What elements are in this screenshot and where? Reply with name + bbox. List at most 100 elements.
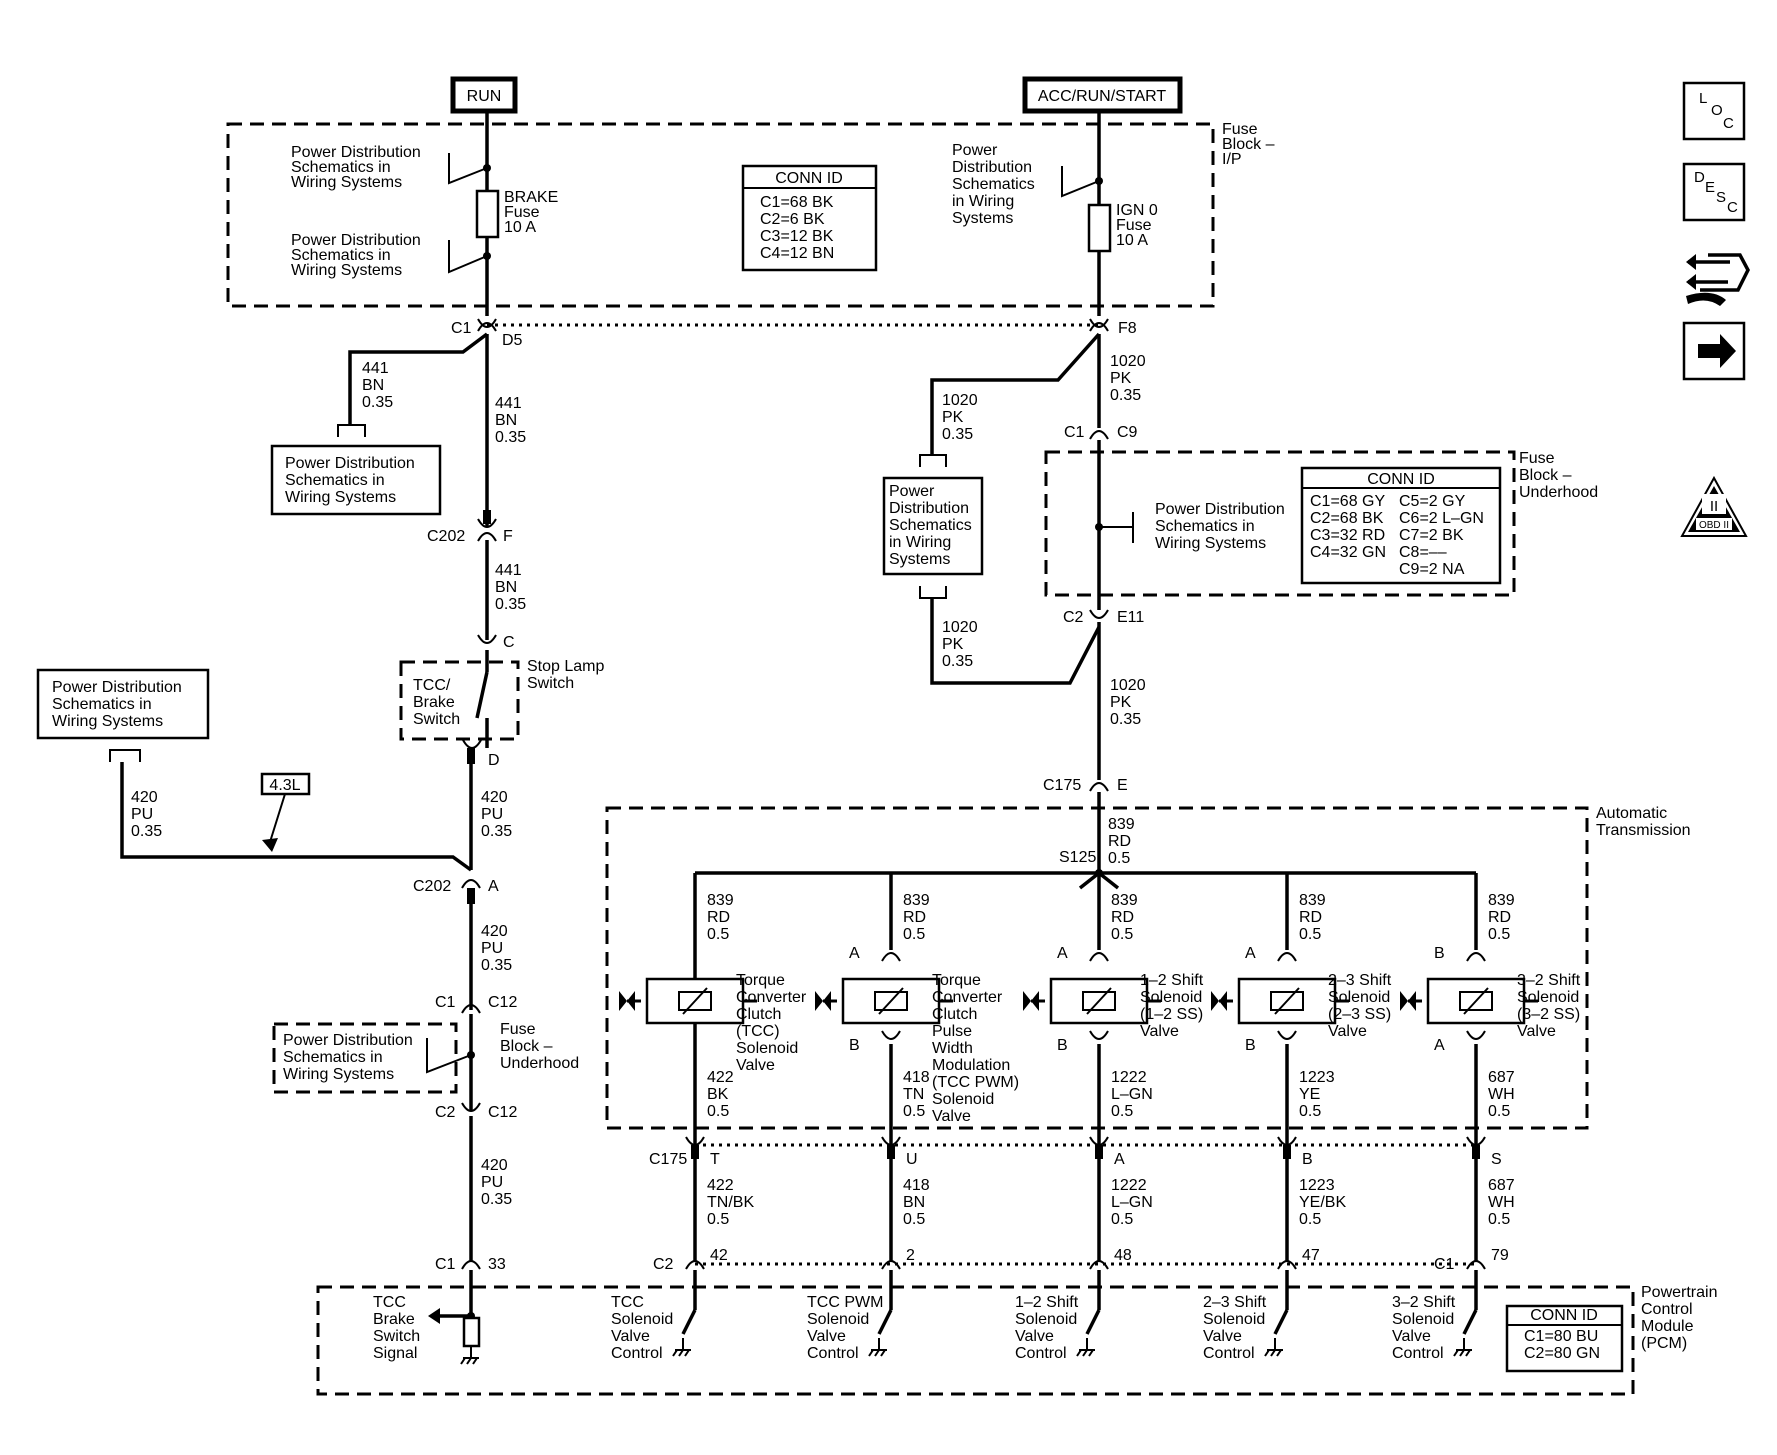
- pcm-label: Powertrain: [1641, 1284, 1717, 1301]
- solenoid-coil: [1082, 991, 1116, 1011]
- solenoid-label: 3–2 Shift: [1517, 972, 1581, 989]
- solenoid-label: (TCC PWM): [932, 1074, 1019, 1091]
- wire-839-label: 839: [1299, 892, 1326, 909]
- solenoid-label: Pulse: [932, 1023, 972, 1040]
- arrowhead: [262, 838, 278, 852]
- connector-c2-c12: [461, 1102, 481, 1112]
- valve-icon: [619, 991, 635, 1011]
- ground-symbol: [472, 1357, 478, 1365]
- wire-1020-label: 1020: [942, 619, 978, 636]
- c-label: C: [503, 634, 515, 651]
- ground-symbol: [1459, 1349, 1465, 1357]
- desc-letter: C: [1727, 199, 1738, 216]
- conn-id-row: C6=2 L–GN: [1399, 510, 1484, 527]
- wire-839-label: 0.5: [1108, 850, 1130, 867]
- conn-id-pcm: [1505, 1304, 1624, 1373]
- c2-label: C2: [435, 1104, 456, 1121]
- wire-1020-branch-return: [930, 598, 1101, 685]
- pds-c-label: Schematics: [952, 176, 1035, 193]
- solenoid-label: Solenoid: [932, 1091, 994, 1108]
- ground-symbol: [1264, 1349, 1270, 1357]
- s125-label: S125: [1059, 849, 1096, 866]
- branch-stub: [109, 749, 141, 762]
- option-pointer: [269, 793, 286, 843]
- wire-441-label: 441: [495, 395, 522, 412]
- pcm-pin-label: 2: [906, 1247, 915, 1264]
- conn-id-ip: [741, 164, 878, 272]
- pin-label: A: [1057, 945, 1068, 962]
- ground-symbol: [868, 1349, 874, 1357]
- pcm-pin-label: 79: [1491, 1247, 1509, 1264]
- uh-label: Block –: [500, 1038, 553, 1055]
- f8-label: F8: [1118, 320, 1137, 337]
- solenoid-label: Clutch: [736, 1006, 781, 1023]
- pds-c-label: Power: [952, 142, 998, 159]
- solenoid-label: Clutch: [932, 1006, 977, 1023]
- e11-label: E11: [1117, 609, 1144, 626]
- wire-839-label: 0.5: [1488, 926, 1510, 943]
- transmission-outline: [605, 806, 1589, 1130]
- pcm-wire-label: WH: [1488, 1194, 1515, 1211]
- transmission-label: Automatic: [1596, 805, 1667, 822]
- c202-label: C202: [413, 878, 451, 895]
- ground-symbol: [1088, 1349, 1094, 1357]
- pds-c-label: Systems: [952, 210, 1013, 227]
- wire-420-branch: [120, 762, 473, 872]
- solenoid-label: Solenoid: [736, 1040, 798, 1057]
- loc-icon: [1682, 81, 1746, 141]
- terminal: [1095, 1145, 1103, 1159]
- wire-out-label: 0.5: [903, 1103, 925, 1120]
- signal-label: Switch: [373, 1328, 420, 1345]
- connector-c202-f: [477, 518, 497, 528]
- pcm-switch: [877, 1309, 893, 1335]
- solenoid-label: Torque: [736, 972, 785, 989]
- c9-label: C9: [1117, 424, 1138, 441]
- wire-out-label: WH: [1488, 1086, 1515, 1103]
- f-label: F: [503, 528, 513, 545]
- bracket-line: [448, 240, 488, 274]
- connector-c1-d5-mate: [477, 318, 497, 328]
- wire-441-label: BN: [495, 579, 517, 596]
- fuse-block-uh-label: Underhood: [1519, 484, 1598, 501]
- terminal: [467, 748, 475, 764]
- pcm-input-label: 3–2 Shift: [1392, 1294, 1456, 1311]
- wire-420-label: 420: [481, 923, 508, 940]
- brake-fuse-label: BRAKE: [504, 189, 558, 206]
- fuse-block-uh-label: Fuse: [1519, 450, 1555, 467]
- ground-symbol: [1465, 1349, 1471, 1357]
- transmission-label: Transmission: [1596, 822, 1691, 839]
- pcm-switch: [681, 1309, 697, 1335]
- terminal: [467, 888, 475, 904]
- fuse-block-ip-label: I/P: [1222, 151, 1242, 168]
- pcm-input-label: TCC: [611, 1294, 644, 1311]
- pds-c-label: Distribution: [952, 159, 1032, 176]
- connector-f8-mate: [1089, 318, 1109, 328]
- c1-label: C1: [1064, 424, 1085, 441]
- wire-420-label: 0.35: [131, 823, 162, 840]
- ground-symbol: [466, 1357, 472, 1365]
- pin-label: A: [849, 945, 860, 962]
- uh-pds-label: Wiring Systems: [283, 1066, 394, 1083]
- wire-out-label: L–GN: [1111, 1086, 1153, 1103]
- wire-1020-label: 0.35: [942, 426, 973, 443]
- c175-pin-label: S: [1491, 1151, 1502, 1168]
- wire-441-label: BN: [495, 412, 517, 429]
- connector-solenoid-bottom: [1466, 1030, 1486, 1040]
- pds-box-far-left: [36, 668, 210, 740]
- d-label: D: [488, 752, 500, 769]
- valve-icon: [1023, 991, 1039, 1011]
- terminal: [691, 1145, 699, 1159]
- pcm-switch: [1273, 1309, 1289, 1335]
- connector-solenoid-top: [1277, 952, 1297, 962]
- pcm-input-label: 2–3 Shift: [1203, 1294, 1267, 1311]
- fuse-block-ip-outline: [226, 122, 1215, 308]
- connector-c: [477, 634, 497, 644]
- wire-out-label: BK: [707, 1086, 729, 1103]
- ign-fuse-label: Fuse: [1116, 217, 1152, 234]
- conn-id-row: C9=2 NA: [1399, 561, 1465, 578]
- wire-441-label: 441: [495, 562, 522, 579]
- desc-letter: E: [1705, 179, 1715, 196]
- connector-pcm: [1466, 1260, 1486, 1270]
- solenoid-slash: [682, 987, 708, 1015]
- a-label: A: [488, 878, 499, 895]
